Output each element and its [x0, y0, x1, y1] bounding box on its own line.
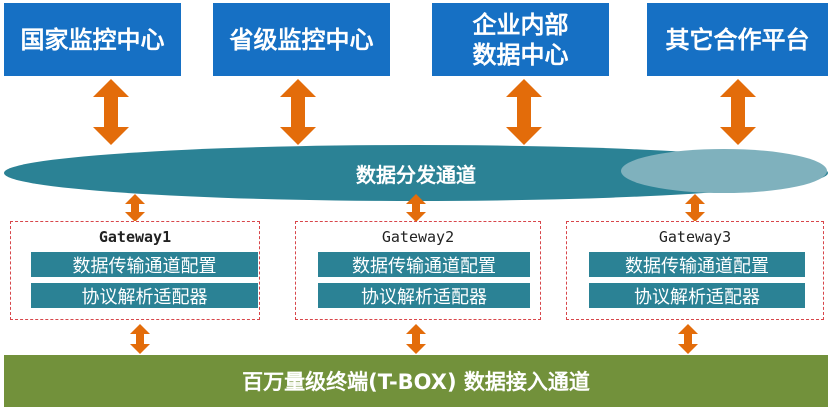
top-node-label: 其它合作平台	[665, 25, 810, 54]
gateway-panel-2: Gateway2 数据传输通道配置 协议解析适配器	[295, 221, 541, 320]
gateway-protocol-adapter: 协议解析适配器	[318, 283, 530, 308]
gateway-panel-3: Gateway3 数据传输通道配置 协议解析适配器	[566, 221, 824, 320]
top-node-label: 国家监控中心	[20, 25, 165, 54]
gateway-protocol-adapter: 协议解析适配器	[589, 283, 805, 308]
small-double-arrow-icon	[685, 194, 705, 222]
gateway-transport-config: 数据传输通道配置	[589, 252, 805, 277]
channel-label: 数据分发通道	[356, 162, 476, 187]
double-arrow-icon	[720, 79, 756, 145]
gateway-transport-config: 数据传输通道配置	[31, 252, 258, 277]
top-node-national-monitoring: 国家监控中心	[4, 3, 181, 76]
top-node-label: 省级监控中心	[229, 25, 374, 54]
channel-highlight	[621, 149, 827, 193]
gateway-transport-config: 数据传输通道配置	[318, 252, 530, 277]
small-double-arrow-icon	[678, 324, 698, 354]
gateway-protocol-adapter: 协议解析适配器	[31, 283, 258, 308]
top-node-enterprise-data-center: 企业内部 数据中心	[432, 3, 609, 76]
small-double-arrow-icon	[406, 324, 426, 354]
top-node-provincial-monitoring: 省级监控中心	[213, 3, 390, 76]
double-arrow-icon	[506, 79, 542, 145]
double-arrow-icon	[93, 79, 129, 145]
top-node-label-line2: 数据中心	[472, 40, 569, 69]
small-double-arrow-icon	[125, 194, 145, 222]
gateway-title: Gateway3	[658, 228, 732, 246]
top-node-label-line1: 企业内部	[472, 10, 569, 39]
double-arrow-icon	[280, 79, 316, 145]
gateway-title: Gateway2	[381, 228, 455, 246]
small-double-arrow-icon	[130, 324, 150, 354]
gateway-title: Gateway1	[98, 228, 172, 246]
terminal-access-channel: 百万量级终端(T-BOX) 数据接入通道	[4, 355, 828, 407]
top-node-partner-platform: 其它合作平台	[647, 3, 828, 76]
small-double-arrow-icon	[406, 194, 426, 222]
gateway-panel-1: Gateway1 数据传输通道配置 协议解析适配器	[10, 221, 260, 320]
